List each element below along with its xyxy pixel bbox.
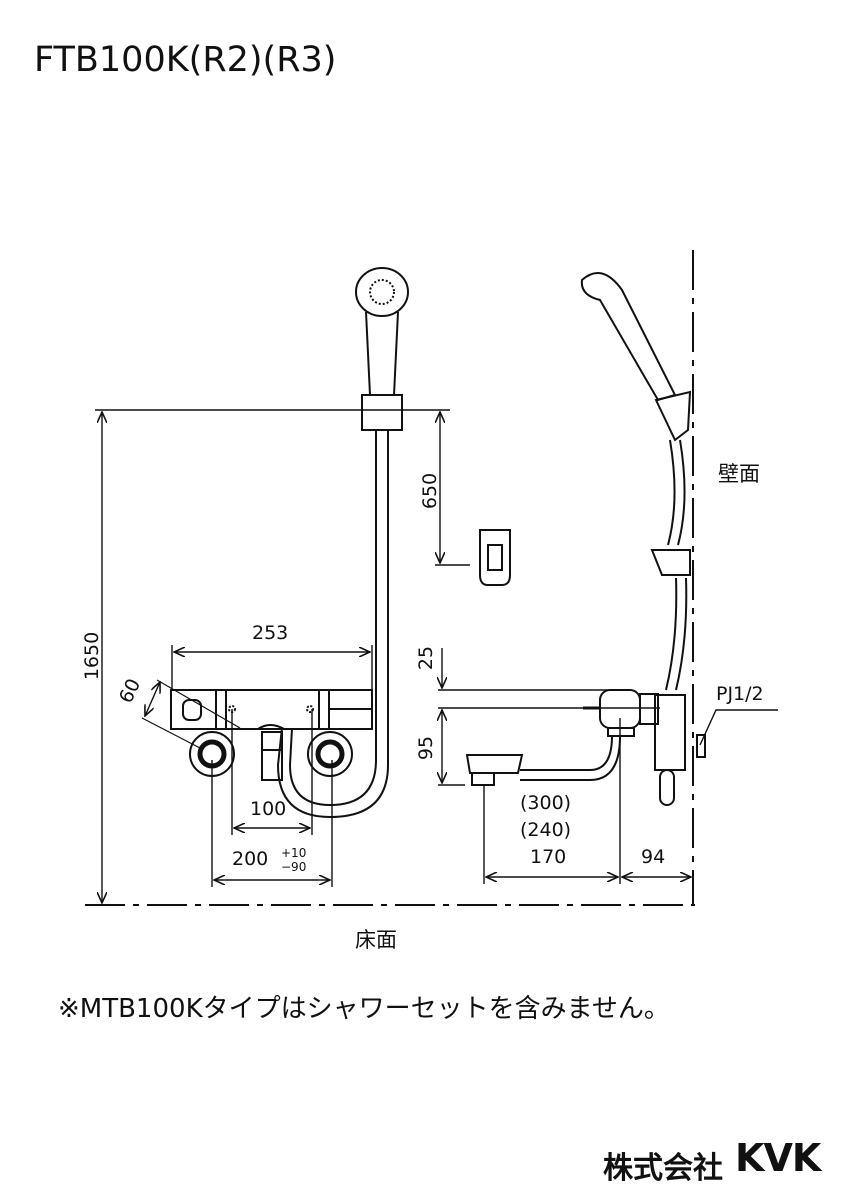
page-title: FTB100K(R2)(R3) [34, 40, 337, 80]
tolerance-plus: +10 [281, 846, 307, 860]
floor-label: 床面 [355, 928, 397, 952]
shower-head-front [355, 267, 409, 431]
wall-label: 壁面 [718, 462, 760, 486]
label-300: (300) [520, 792, 572, 814]
tolerance-minus: −90 [281, 860, 307, 874]
label-100: 100 [250, 798, 287, 820]
hose-front [276, 430, 389, 819]
kvk-logo: KVK [735, 1136, 821, 1180]
dim-60 [145, 682, 160, 716]
label-200: 200 [232, 848, 269, 870]
slide-holder-bracket [479, 529, 511, 586]
label-95: 95 [415, 735, 438, 761]
label-1650: 1650 [81, 631, 104, 681]
label-650: 650 [419, 472, 442, 510]
company-name: 株式会社 [603, 1151, 723, 1186]
note-text: ※MTB100Kタイプはシャワーセットを含みません。 [58, 994, 670, 1024]
label-253: 253 [252, 622, 289, 644]
label-240: (240) [520, 819, 572, 841]
shower-side [580, 271, 692, 691]
label-pj: PJ1/2 [716, 683, 764, 705]
label-25: 25 [415, 645, 438, 671]
label-94: 94 [641, 846, 666, 868]
faucet-body-front [141, 645, 373, 887]
faucet-body-side [438, 648, 778, 884]
label-170: 170 [530, 846, 567, 868]
